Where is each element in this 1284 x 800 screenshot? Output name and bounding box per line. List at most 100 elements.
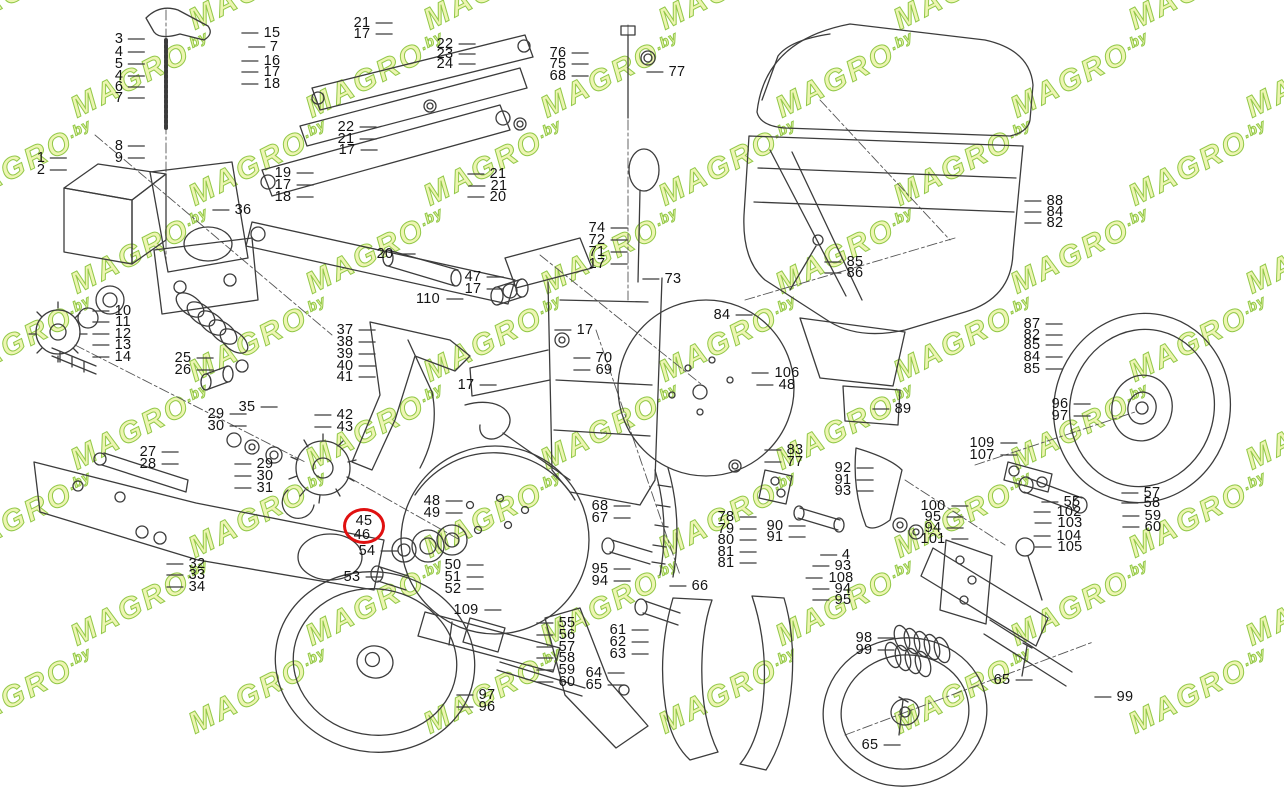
part-label: 17 [274, 176, 292, 193]
part-label: 27 [139, 443, 157, 460]
spring-tine [464, 401, 571, 481]
part-label: 94 [591, 572, 609, 589]
drive-chain [651, 467, 678, 578]
part-label: 102 [1056, 503, 1082, 520]
part-label: 101 [920, 530, 946, 547]
part-label: 95 [591, 560, 609, 577]
part-label: 6 [114, 78, 124, 95]
part-label: 2 [36, 161, 46, 178]
part-label: 71 [588, 243, 606, 260]
part-label: 65 [861, 736, 879, 753]
part-label: 43 [336, 418, 354, 435]
part-label: 39 [336, 345, 354, 362]
part-label: 91 [834, 471, 852, 488]
part-label: 89 [894, 400, 912, 417]
part-label: 5 [114, 55, 124, 72]
part-label: 85 [1023, 360, 1041, 377]
part-label: 8 [114, 137, 124, 154]
part-label: 109 [969, 434, 995, 451]
part-label: 56 [558, 626, 576, 643]
part-label: 63 [609, 645, 627, 662]
part-label: 59 [1144, 507, 1162, 524]
part-label: 93 [834, 557, 852, 574]
highlighted-part-label: 45 [355, 512, 373, 529]
part-label: 20 [376, 245, 394, 262]
part-label: 62 [609, 633, 627, 650]
part-label: 78 [717, 508, 735, 525]
part-label: 20 [489, 188, 507, 205]
part-label: 3 [114, 30, 124, 47]
part-label: 17 [338, 141, 356, 158]
part-label: 88 [1046, 192, 1064, 209]
part-label: 9 [114, 149, 124, 166]
part-label: 4 [841, 546, 851, 563]
part-label: 21 [337, 130, 355, 147]
part-label: 92 [834, 459, 852, 476]
loose-fasteners [370, 537, 1033, 736]
part-label: 81 [717, 543, 735, 560]
part-label: 68 [591, 497, 609, 514]
part-label: 34 [188, 578, 206, 595]
part-label: 58 [1143, 494, 1161, 511]
part-label: 99 [855, 641, 873, 658]
part-label: 95 [924, 508, 942, 525]
part-label: 104 [1056, 527, 1082, 544]
part-label: 80 [717, 531, 735, 548]
closing-springs [884, 624, 951, 678]
part-label: 48 [778, 376, 796, 393]
part-label: 107 [969, 446, 995, 463]
part-label: 82 [1023, 326, 1041, 343]
part-label: 33 [188, 566, 206, 583]
part-label: 57 [558, 638, 576, 655]
part-label: 24 [436, 55, 454, 72]
part-label: 99 [1116, 688, 1134, 705]
part-label: 18 [274, 188, 292, 205]
part-label: 66 [691, 577, 709, 594]
frame-shank [469, 237, 663, 506]
part-label: 10 [114, 302, 132, 319]
part-label: 28 [139, 455, 157, 472]
part-label: 98 [855, 629, 873, 646]
part-label: 82 [1046, 214, 1064, 231]
part-label: 83 [786, 441, 804, 458]
part-label: 64 [585, 664, 603, 681]
part-label: 21 [353, 14, 371, 31]
part-label: 96 [1051, 395, 1069, 412]
part-label: 85 [846, 253, 864, 270]
hitch-mount [63, 161, 259, 315]
part-label: 36 [234, 201, 252, 218]
part-label: 53 [343, 568, 361, 585]
part-label: 38 [336, 333, 354, 350]
part-label: 46 [353, 526, 371, 543]
part-label: 31 [256, 479, 274, 496]
lift-handle [620, 25, 660, 283]
bushing-cluster [200, 359, 283, 464]
part-label: 70 [595, 349, 613, 366]
part-label: 19 [274, 164, 292, 181]
part-label: 110 [415, 290, 441, 307]
part-label: 52 [444, 580, 462, 597]
part-label: 17 [464, 280, 482, 297]
part-label: 37 [336, 321, 354, 338]
part-label: 22 [337, 118, 355, 135]
part-label: 50 [444, 556, 462, 573]
part-label: 65 [585, 676, 603, 693]
seed-disc-middle [617, 299, 795, 477]
part-label: 22 [436, 35, 454, 52]
depth-wheel [1052, 312, 1232, 504]
part-label: 96 [478, 698, 496, 715]
part-label: 32 [188, 555, 206, 572]
part-label: 105 [1057, 538, 1083, 555]
part-label: 17 [588, 255, 606, 272]
part-label: 55 [558, 614, 576, 631]
fastener-nuts [423, 99, 824, 473]
part-label: 74 [588, 219, 606, 236]
bolt-27 [93, 452, 189, 493]
part-label: 55 [1063, 493, 1081, 510]
part-label: 4 [114, 43, 124, 60]
part-label: 84 [1046, 203, 1064, 220]
part-label: 57 [1143, 484, 1161, 501]
